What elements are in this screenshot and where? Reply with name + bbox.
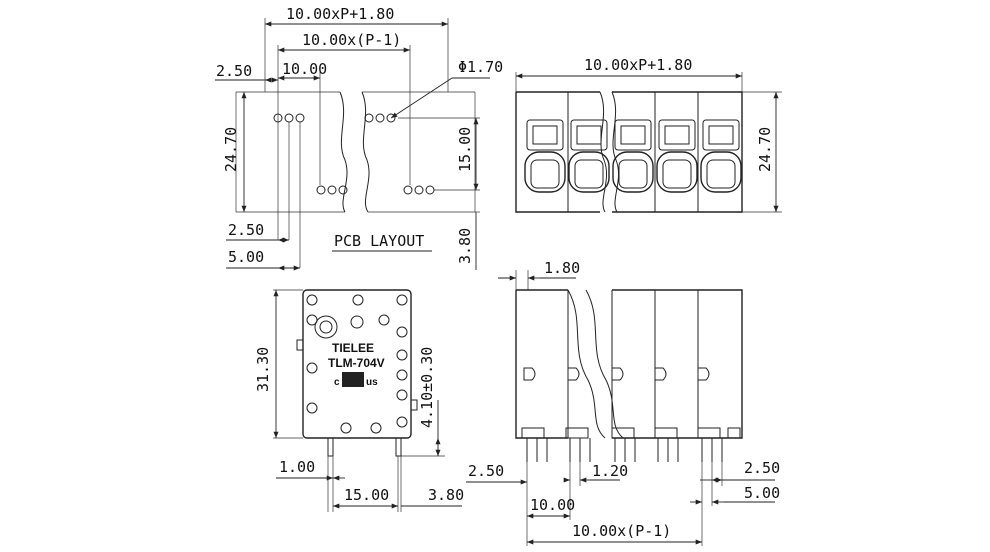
pcb-bottom-offset-label: 3.80 <box>456 228 474 264</box>
pcb-height-label: 24.70 <box>222 127 240 172</box>
bottom-pins <box>521 427 741 462</box>
pcb-pitch-label: 10.00 <box>282 60 327 78</box>
pcb-row-spacing-label: 15.00 <box>456 127 474 172</box>
bottom-right-offset-1-label: 2.50 <box>744 459 780 477</box>
pcb-holes-bottom-right <box>403 185 435 195</box>
side-view-holes <box>306 294 408 434</box>
side-pin-height-label: 4.10±0.30 <box>418 347 436 428</box>
pcb-col-spacing-2-label: 5.00 <box>228 248 264 266</box>
bottom-view: 1.80 2.50 1.20 10.00 10.00x(P-1) 2.50 5.… <box>466 259 780 546</box>
bottom-pin-gap-label: 1.20 <box>592 462 628 480</box>
model-label: TLM-704V <box>328 356 385 370</box>
front-height-label: 24.70 <box>756 127 774 172</box>
side-pin-spacing-label: 15.00 <box>344 486 389 504</box>
front-terminal-cells <box>524 119 742 193</box>
bottom-right-offset-2-label: 5.00 <box>744 484 780 502</box>
pcb-layout-view: 10.00xP+1.80 10.00x(P-1) 2.50 10.00 Φ1.7… <box>215 5 503 271</box>
pcb-total-width-label: 10.00xP+1.80 <box>286 5 394 23</box>
ul-cert-mark: c us <box>334 372 378 388</box>
bottom-pitch-span-label: 10.00x(P-1) <box>572 522 671 540</box>
side-pin-width-label: 1.00 <box>279 458 315 476</box>
pcb-pitch-span-label: 10.00x(P-1) <box>302 31 401 49</box>
side-height-label: 31.30 <box>254 347 272 392</box>
side-pin-offset-label: 3.80 <box>428 486 464 504</box>
svg-text:c: c <box>334 377 340 388</box>
front-view: 10.00xP+1.80 24.70 <box>515 56 782 213</box>
bottom-left-offset-label: 2.50 <box>468 462 504 480</box>
brand-label: TIELEE <box>332 341 374 355</box>
front-width-label: 10.00xP+1.80 <box>584 56 692 74</box>
bottom-top-offset-label: 1.80 <box>544 259 580 277</box>
pcb-left-offset-label: 2.50 <box>216 62 252 80</box>
pcb-holes-top-left <box>273 113 305 123</box>
bottom-pitch-label: 10.00 <box>530 496 575 514</box>
pcb-layout-title: PCB LAYOUT <box>334 232 424 250</box>
side-view: TIELEE TLM-704V c us 31.30 4.10±0.30 1.0… <box>254 289 464 512</box>
svg-text:us: us <box>366 377 378 388</box>
pcb-hole-diameter-label: Φ1.70 <box>458 58 503 76</box>
pcb-col-spacing-1-label: 2.50 <box>228 221 264 239</box>
pcb-holes-bottom-left <box>316 185 348 195</box>
pcb-holes-top-right <box>364 113 396 123</box>
